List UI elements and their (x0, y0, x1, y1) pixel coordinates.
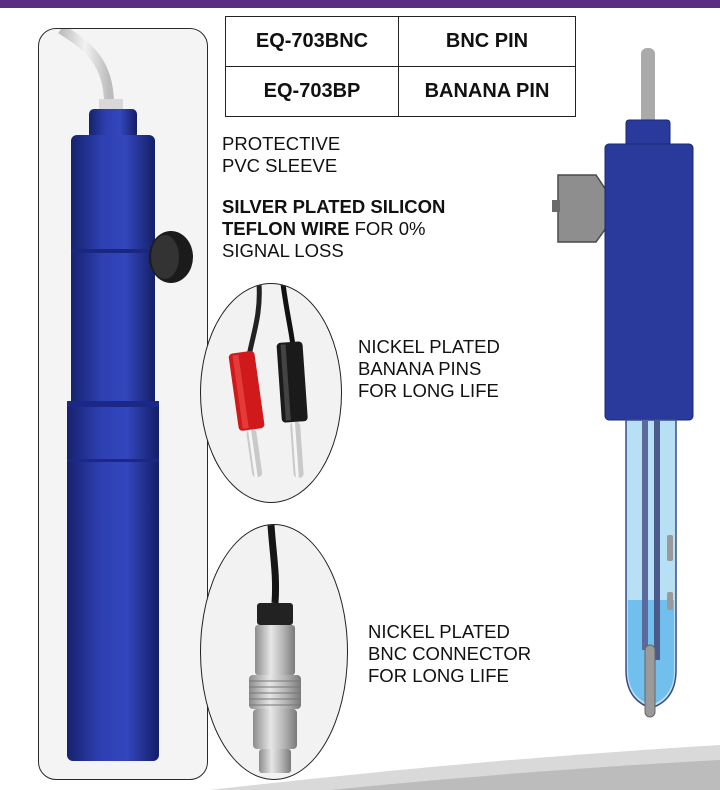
bnc-knurl-lines (249, 680, 301, 706)
model-table: EQ-703BNC BNC PIN EQ-703BP BANANA PIN (225, 16, 576, 117)
diagram-knob (557, 174, 607, 243)
pvc-sleeve-lower (67, 401, 159, 761)
model-code-cell: EQ-703BP (225, 66, 399, 117)
banana-callout-line: FOR LONG LIFE (358, 380, 499, 401)
bnc-boot (257, 603, 293, 625)
pvc-sleeve-upper (71, 135, 155, 435)
bnc-connector-closeup (200, 524, 348, 780)
diagram-knob-pin (552, 200, 560, 212)
wire-callout-bold: TEFLON WIRE (222, 218, 350, 239)
black-lead-wire (280, 284, 296, 347)
cable-grommet (99, 99, 123, 111)
sleeve-callout-line: PROTECTIVE (222, 133, 341, 154)
sleeve-callout: PROTECTIVE PVC SLEEVE (222, 133, 340, 177)
bnc-bayonet (253, 709, 297, 749)
electrode-diagram (552, 48, 694, 718)
diagram-sensor-pin (644, 644, 656, 718)
bnc-connector-photo (249, 525, 301, 773)
electrode-photo-frame (38, 28, 208, 780)
wire-callout-bold: SILVER PLATED SILICON (222, 196, 446, 217)
diagram-cap (625, 119, 671, 147)
bnc-callout: NICKEL PLATED BNC CONNECTOR FOR LONG LIF… (368, 621, 531, 687)
sleeve-knob-face (151, 235, 179, 279)
sleeve-seam (71, 249, 155, 253)
table-row: EQ-703BNC BNC PIN (225, 16, 576, 67)
banana-callout: NICKEL PLATED BANANA PINS FOR LONG LIFE (358, 336, 500, 402)
model-code-cell: EQ-703BNC (225, 16, 399, 67)
sleeve-joint (67, 401, 159, 407)
wire-callout: SILVER PLATED SILICON TEFLON WIRE FOR 0%… (222, 196, 445, 262)
diagram-junction (667, 535, 673, 561)
banana-pin-closeup (200, 283, 342, 503)
bnc-knurled-ring (249, 675, 301, 709)
connector-type-cell: BNC PIN (398, 16, 576, 67)
wire-callout-text: SIGNAL LOSS (222, 240, 344, 261)
diagram-inner-tube (642, 420, 648, 650)
wire-callout-text: FOR 0% (349, 218, 426, 239)
sleeve-callout-line: PVC SLEEVE (222, 155, 338, 176)
electrode-photo (58, 29, 193, 761)
bnc-cable (267, 525, 280, 604)
diagram-cable (641, 48, 655, 130)
connector-type-cell: BANANA PIN (398, 66, 576, 117)
diagram-body (604, 143, 694, 421)
diagram-junction (667, 592, 673, 610)
black-banana-plug (276, 341, 308, 479)
diagram-reference-tube (654, 420, 660, 660)
banana-pin-photo (228, 284, 308, 479)
bnc-tip (259, 749, 291, 773)
cable (58, 29, 114, 105)
sleeve-ridge (67, 459, 159, 462)
bnc-crimp-sleeve (255, 625, 295, 675)
red-lead-wire (246, 284, 262, 357)
banana-callout-line: NICKEL PLATED (358, 336, 500, 357)
banana-callout-line: BANANA PINS (358, 358, 482, 379)
electrode-cap (89, 109, 137, 139)
top-accent-bar (0, 0, 720, 8)
bnc-callout-line: NICKEL PLATED (368, 621, 510, 642)
bnc-callout-line: FOR LONG LIFE (368, 665, 509, 686)
table-row: EQ-703BP BANANA PIN (225, 66, 576, 117)
red-banana-plug (228, 350, 265, 478)
bnc-callout-line: BNC CONNECTOR (368, 643, 532, 664)
